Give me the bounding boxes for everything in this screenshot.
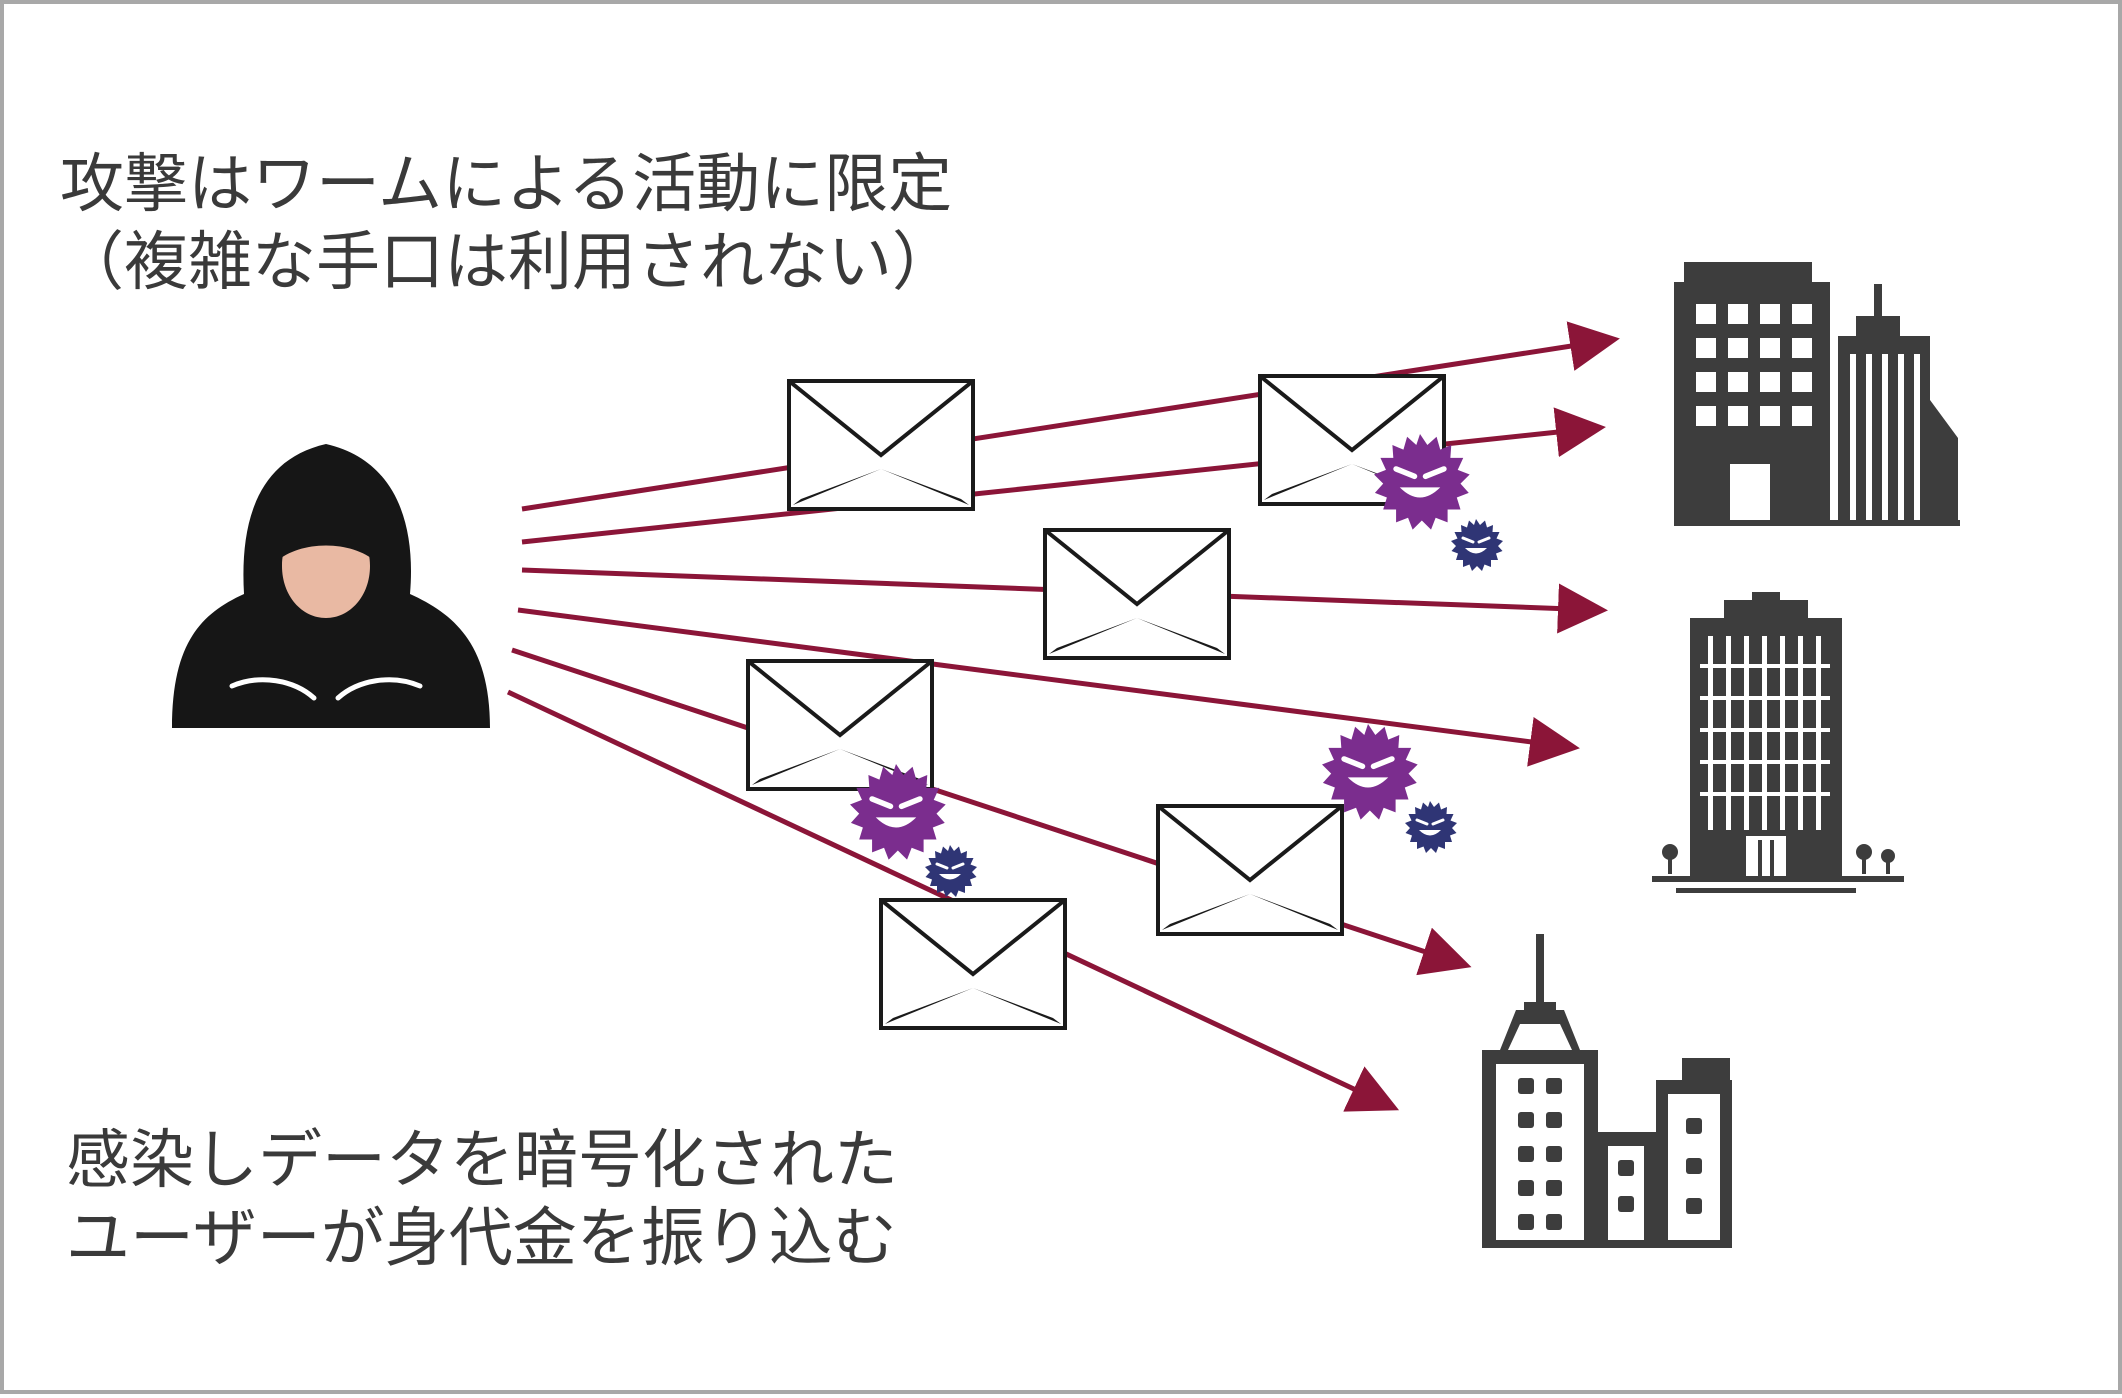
footer-line-2: ユーザーが身代金を振り込む (66, 1202, 897, 1277)
virus-icon (1449, 517, 1505, 573)
footer-caption: 感染しデータを暗号化された ユーザーが身代金を振り込む (66, 1122, 898, 1278)
headline-line-1: 攻撃はワームによる活動に限定 (60, 148, 953, 222)
virus-icon (1403, 799, 1459, 855)
attack-diagram (172, 262, 1960, 1248)
arrow-4 (517, 607, 1580, 767)
headline-line-2: （複雑な手口は利用されない） (60, 226, 956, 301)
envelope-icon (879, 898, 1067, 1030)
envelope-icon (1043, 528, 1231, 660)
headline: 攻撃はワームによる活動に限定 （複雑な手口は利用されない） (60, 146, 956, 302)
footer-line-1: 感染しデータを暗号化された (66, 1124, 898, 1198)
skyscraper-icon (1652, 592, 1904, 893)
envelope-icon (746, 659, 934, 791)
hooded-hacker-icon (172, 444, 490, 728)
office-buildings-icon (1674, 262, 1960, 526)
envelope-icon (787, 379, 975, 511)
city-buildings-icon (1482, 934, 1732, 1248)
envelope-icon (1156, 804, 1344, 936)
arrow-1 (521, 321, 1620, 512)
